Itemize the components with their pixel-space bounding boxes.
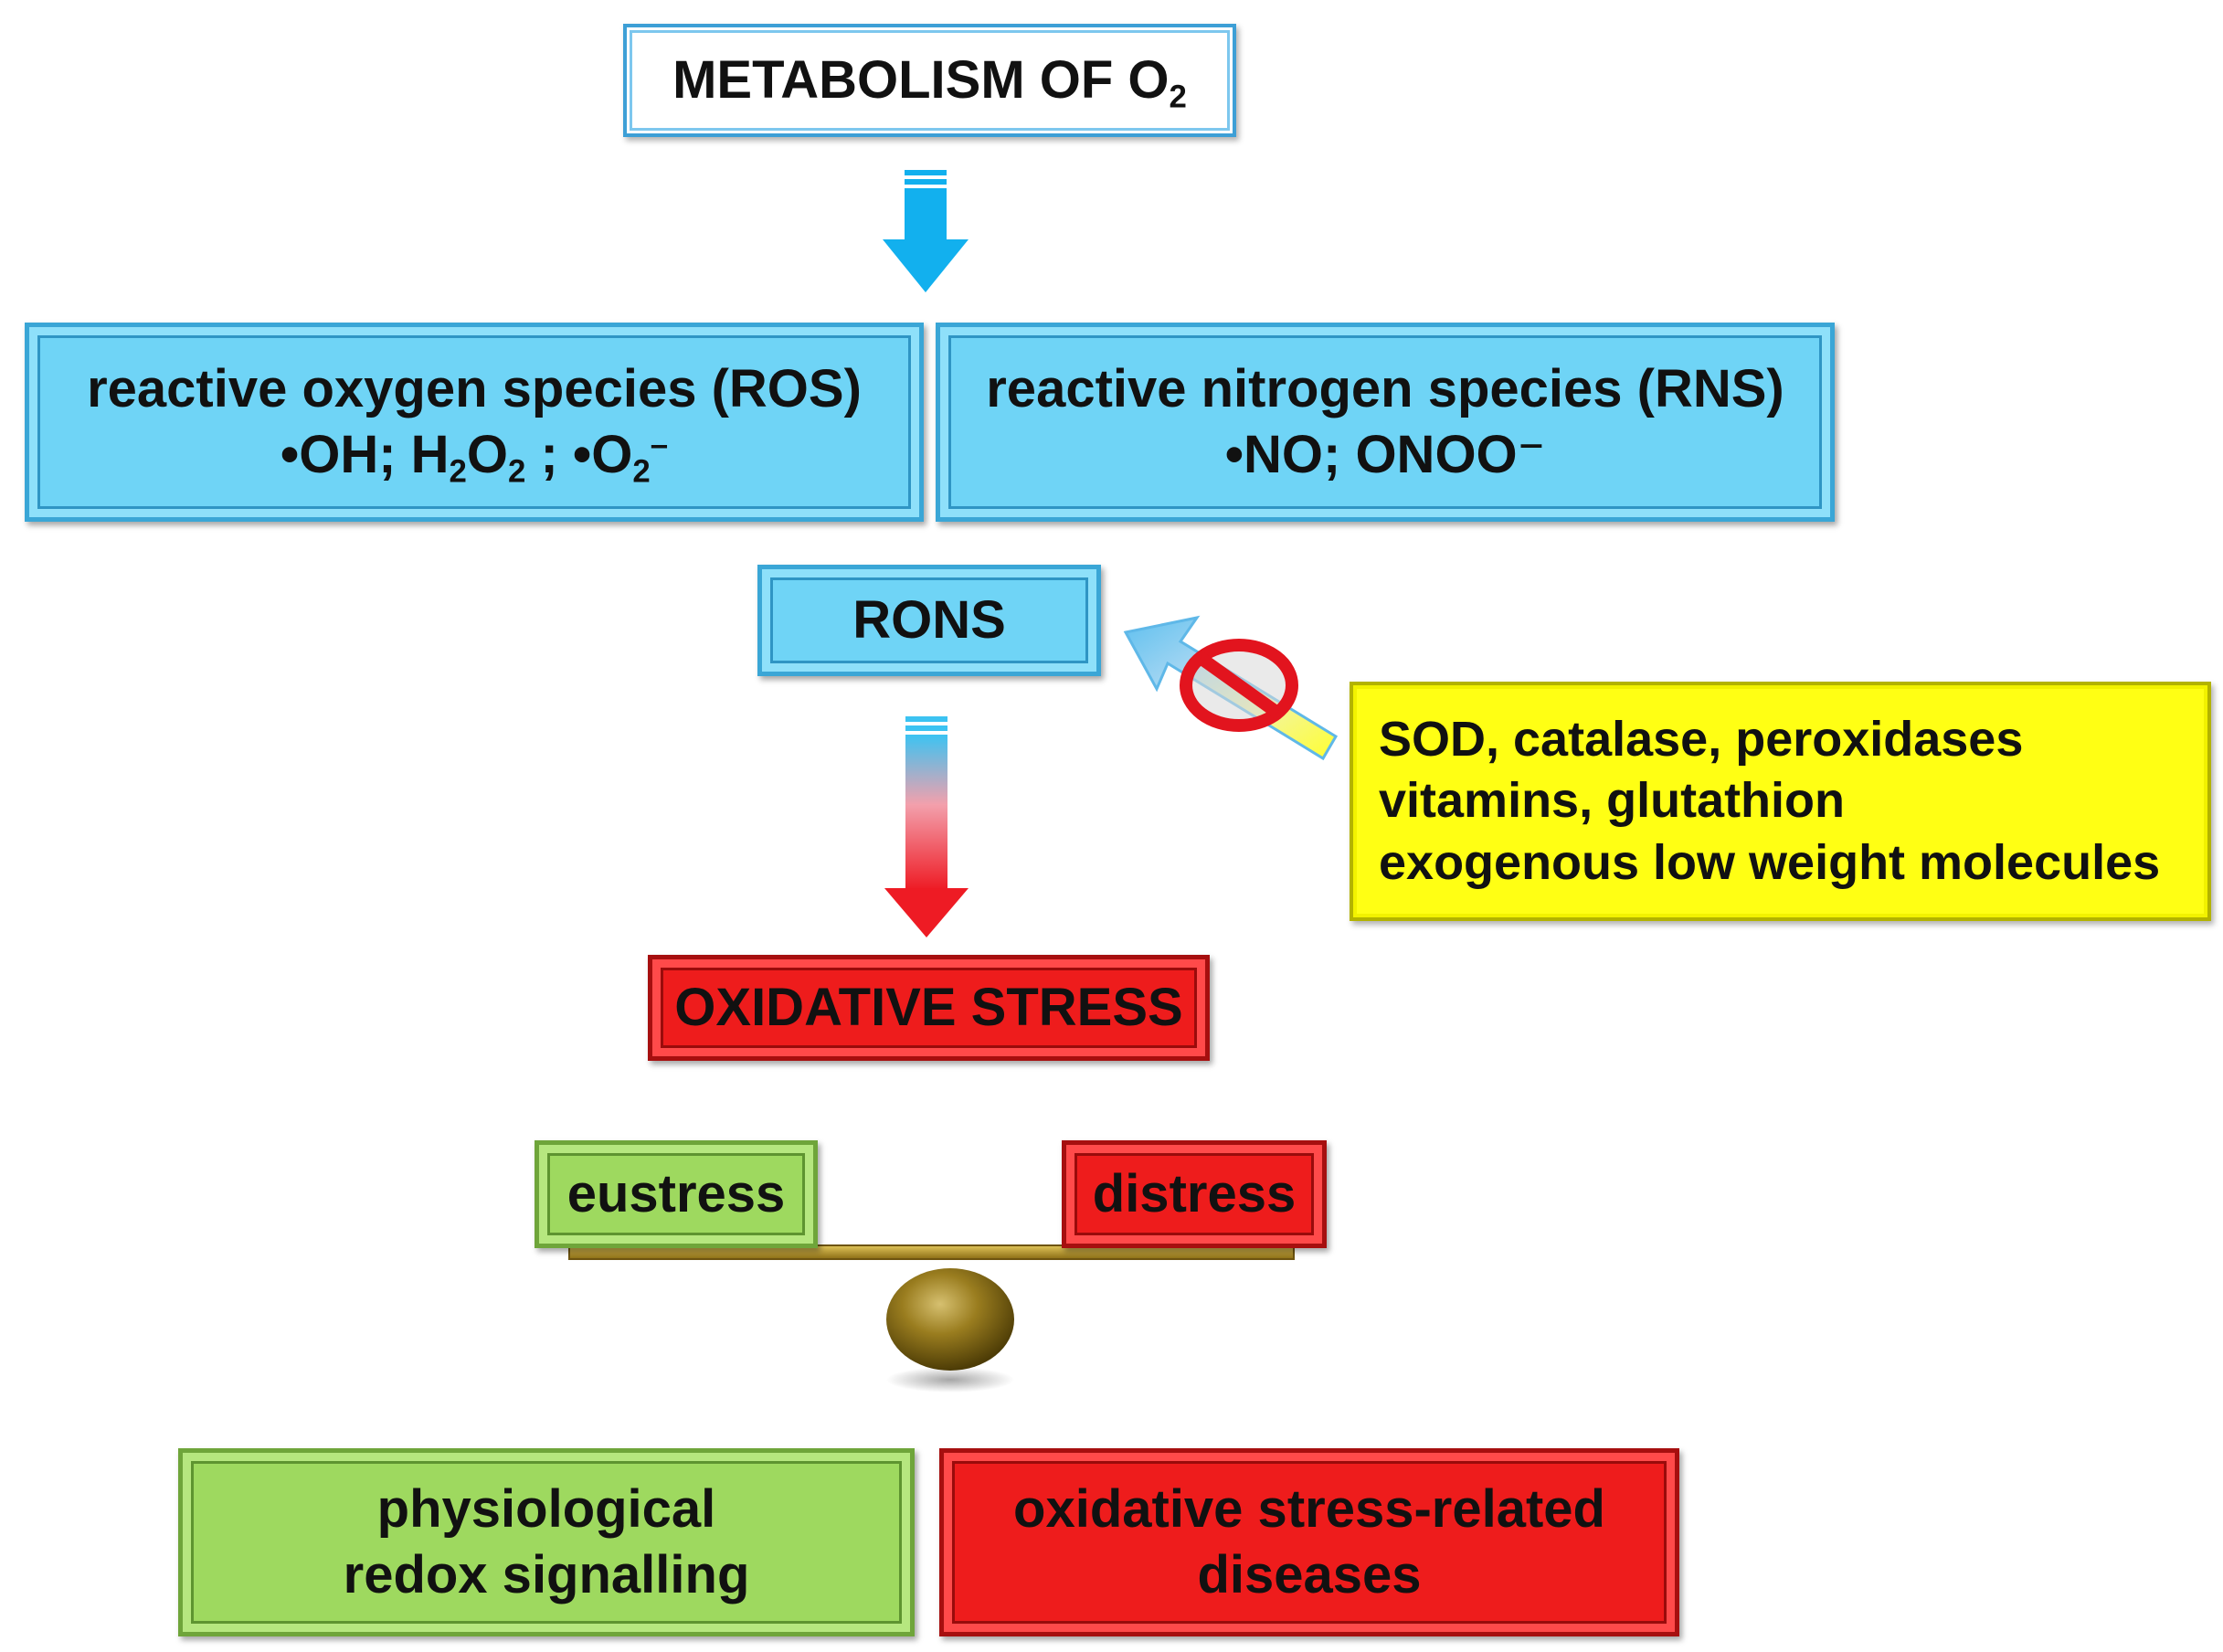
rns-box: reactive nitrogen species (RNS) •NO; ONO… bbox=[936, 323, 1835, 522]
rns-species: •NO; ONOO⁻ bbox=[1224, 425, 1546, 484]
rns-title: reactive nitrogen species (RNS) bbox=[986, 358, 1784, 418]
oxidative-stress-box: OXIDATIVE STRESS bbox=[648, 955, 1210, 1061]
rons-label: RONS bbox=[852, 589, 1006, 650]
eustress-box: eustress bbox=[535, 1140, 818, 1248]
ros-box: reactive oxygen species (ROS) •OH; H2O2 … bbox=[25, 323, 924, 522]
prohibition-sign-icon bbox=[1180, 639, 1298, 732]
gradient-down-arrow-icon bbox=[884, 716, 969, 937]
diseases-line-1: oxidative stress-related bbox=[1013, 1478, 1605, 1539]
antioxidants-line-1: SOD, catalase, peroxidases bbox=[1379, 711, 2024, 767]
diseases-line-2: diseases bbox=[1197, 1545, 1422, 1604]
ros-title: reactive oxygen species (ROS) bbox=[87, 358, 862, 418]
down-arrow-icon bbox=[883, 170, 969, 292]
physiological-line-1: physiological bbox=[376, 1478, 716, 1539]
metabolism-box: METABOLISM OF O2 bbox=[623, 24, 1236, 137]
oxidative-stress-label: OXIDATIVE STRESS bbox=[674, 977, 1183, 1037]
balance-fulcrum-icon bbox=[568, 1244, 1295, 1393]
eustress-label: eustress bbox=[566, 1163, 786, 1223]
antioxidants-line-2: vitamins, glutathion bbox=[1379, 773, 1846, 829]
physiological-box: physiological redox signalling bbox=[178, 1448, 915, 1636]
distress-label: distress bbox=[1092, 1163, 1297, 1223]
distress-box: distress bbox=[1062, 1140, 1327, 1248]
ros-species: •OH; H2O2 ; •O2– bbox=[280, 425, 669, 490]
metabolism-subscript: 2 bbox=[1169, 79, 1187, 115]
metabolism-label: METABOLISM OF O bbox=[672, 49, 1170, 110]
physiological-line-2: redox signalling bbox=[343, 1545, 750, 1604]
antioxidants-box: SOD, catalase, peroxidases vitamins, glu… bbox=[1350, 682, 2211, 921]
rons-box: RONS bbox=[757, 565, 1101, 676]
antioxidants-line-3: exogenous low weight molecules bbox=[1379, 834, 2161, 890]
diseases-box: oxidative stress-related diseases bbox=[939, 1448, 1679, 1636]
